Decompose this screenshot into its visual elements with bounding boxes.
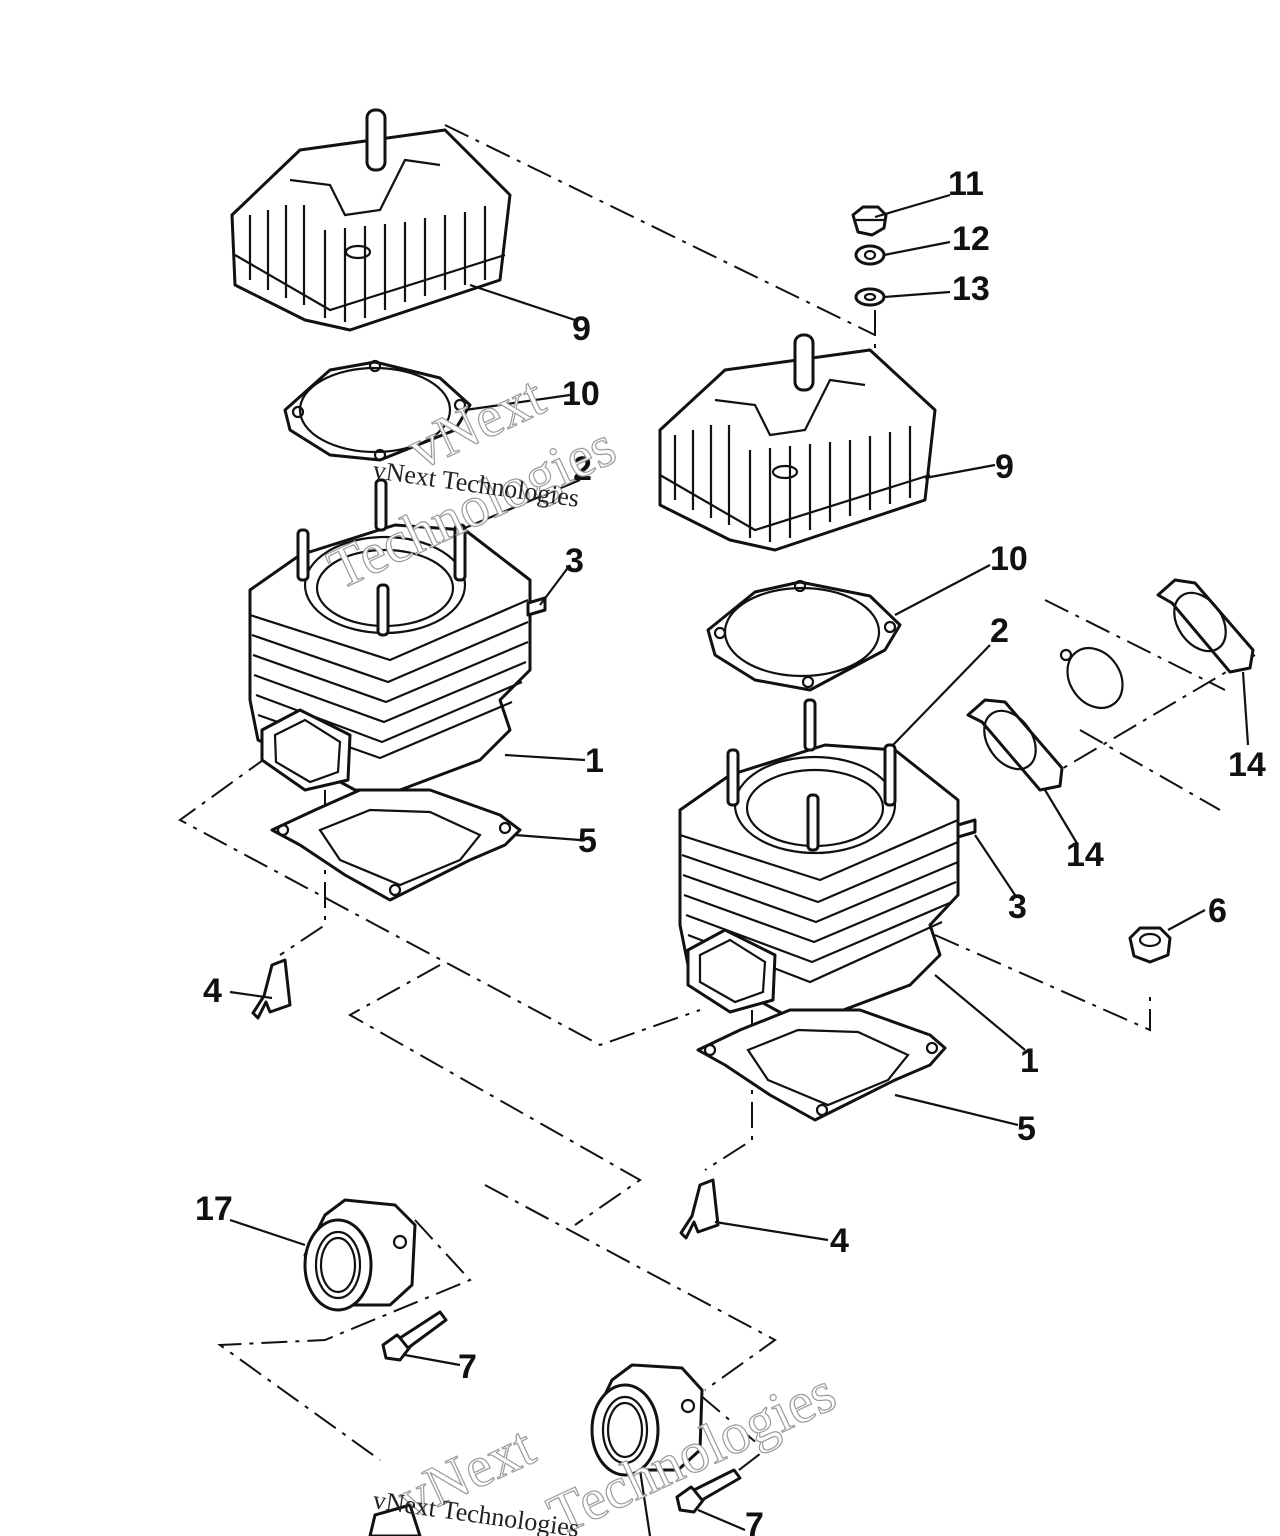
callout-13: 13 xyxy=(952,270,990,308)
assembly-lines xyxy=(178,124,1256,1501)
callout-7-lower: 7 xyxy=(745,1506,764,1536)
callout-2-left: 2 xyxy=(573,450,592,488)
callout-4-right: 4 xyxy=(830,1222,849,1260)
callout-12: 12 xyxy=(952,220,990,258)
callout-3-left: 3 xyxy=(565,542,584,580)
intake-flange-lower xyxy=(590,1363,704,1477)
callout-4-left: 4 xyxy=(203,972,222,1010)
cylinder-head-left xyxy=(230,108,512,332)
callout-numbers: 11 12 13 9 10 2 3 1 5 4 9 10 2 14 14 3 6… xyxy=(195,165,1266,1536)
flange-nut xyxy=(1128,926,1172,964)
callout-2-right: 2 xyxy=(990,612,1009,650)
head-gasket-left xyxy=(283,359,472,462)
base-gasket-left xyxy=(270,788,522,902)
fitting-left xyxy=(251,958,292,1020)
cylinder-left xyxy=(248,478,547,792)
callout-7-upper: 7 xyxy=(458,1348,477,1386)
callout-1-left: 1 xyxy=(585,742,604,780)
leader-lines xyxy=(229,193,1250,1536)
callout-6: 6 xyxy=(1208,892,1227,930)
cylinder-head-right xyxy=(658,333,937,552)
intake-flange-upper xyxy=(303,1198,417,1312)
head-nut-washers xyxy=(851,205,888,307)
callout-1-right: 1 xyxy=(1020,1042,1039,1080)
callout-3-right: 3 xyxy=(1008,888,1027,926)
head-gasket-right xyxy=(706,579,902,692)
base-gasket-right xyxy=(696,1008,947,1122)
cylinder-right xyxy=(678,698,977,1017)
exhaust-gaskets xyxy=(966,578,1255,792)
intake-bolts xyxy=(368,1310,742,1536)
callout-10-right: 10 xyxy=(990,540,1028,578)
callout-10-left: 10 xyxy=(562,375,600,413)
callout-17: 17 xyxy=(195,1190,233,1228)
callout-5-right: 5 xyxy=(1017,1110,1036,1148)
callout-9-right: 9 xyxy=(995,448,1014,486)
callout-9-left: 9 xyxy=(572,310,591,348)
callout-14-right: 14 xyxy=(1228,746,1266,784)
callout-5-left: 5 xyxy=(578,822,597,860)
callout-14-center: 14 xyxy=(1066,836,1104,874)
fitting-right xyxy=(679,1178,720,1240)
callout-11: 11 xyxy=(948,165,984,203)
